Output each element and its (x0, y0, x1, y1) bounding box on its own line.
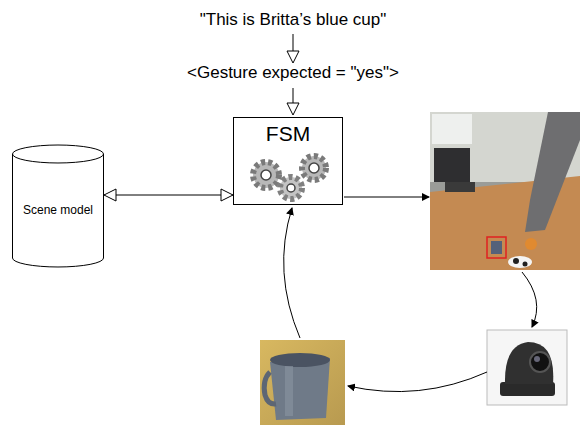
mug-highlight (285, 366, 293, 416)
arrow-line (522, 272, 537, 327)
arm (525, 112, 580, 232)
flow-arrows (287, 34, 299, 115)
keyboard (445, 182, 475, 192)
open-arrow-head (287, 51, 299, 63)
gear (253, 162, 279, 188)
window (432, 114, 472, 144)
cow-spot (523, 262, 528, 267)
detection-box (487, 237, 506, 258)
arrow-line (348, 372, 487, 392)
open-arrow-head (221, 189, 233, 201)
blue-cup (491, 241, 502, 254)
open-arrow-head (287, 103, 299, 115)
cylinder-body (13, 145, 104, 267)
monitor (434, 148, 470, 182)
connector-line (104, 195, 233, 196)
arrow-line (293, 88, 294, 104)
node-label: FSM (266, 122, 310, 146)
arrow-line (344, 197, 429, 198)
open-arrow-head (104, 189, 116, 201)
gears-icon (253, 156, 326, 199)
camera-lens (530, 352, 550, 372)
orange-ball (525, 238, 537, 250)
camera-picture (487, 330, 567, 405)
mug-handle (264, 372, 276, 404)
cylinder-rim (13, 154, 104, 163)
cup-crop-picture (260, 340, 345, 425)
gear (302, 156, 326, 180)
gear (280, 177, 302, 199)
gear-hole (287, 184, 295, 192)
mug-body (270, 358, 330, 420)
gear-hole (309, 163, 319, 173)
picture-ground (260, 340, 345, 425)
picture-frame (487, 330, 567, 405)
mug-rim (270, 353, 330, 367)
scene-model-cylinder: Scene model (12, 145, 104, 267)
fsm-box: FSM (233, 117, 343, 205)
toy-cow (508, 256, 532, 268)
scene-photo (430, 112, 580, 270)
double-arrow-connector (104, 189, 233, 201)
utterance-text: "This is Britta’s blue cup" (198, 10, 389, 30)
gesture-expectation-text: <Gesture expected = "yes"> (185, 63, 401, 83)
node-label: Scene model (23, 203, 93, 217)
arrow-line (284, 208, 300, 338)
photo-ground (430, 112, 580, 270)
lens-glare (534, 356, 540, 362)
arrow-line (293, 34, 294, 52)
camera-head (505, 342, 553, 384)
camera-base (500, 382, 555, 396)
gear-hole (261, 170, 271, 180)
cow-spot (513, 258, 519, 264)
